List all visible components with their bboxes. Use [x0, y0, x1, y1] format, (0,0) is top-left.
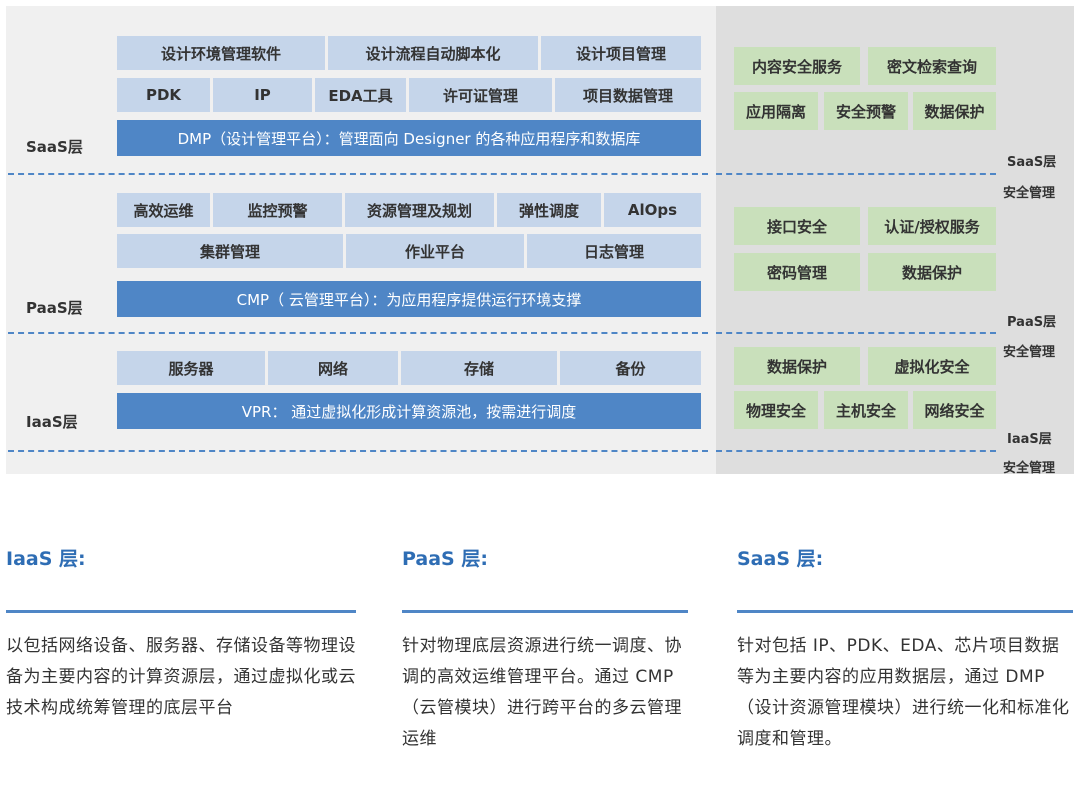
saas-description-rule: [737, 610, 1073, 613]
sec-paas-interface: 接口安全: [734, 207, 860, 245]
sec-iaas-virtualization: 虚拟化安全: [868, 347, 996, 385]
iaas-box-server: 服务器: [117, 351, 265, 385]
iaas-divider: [8, 450, 708, 452]
iaas-description-title: IaaS 层:: [6, 548, 86, 570]
paas-box-log: 日志管理: [527, 234, 701, 268]
sec-iaas-data-protect: 数据保护: [734, 347, 860, 385]
sec-saas-cipher-search: 密文检索查询: [868, 47, 996, 85]
sec-iaas-host: 主机安全: [824, 391, 908, 429]
paas-description: PaaS 层: 针对物理底层资源进行统一调度、协调的高效运维管理平台。通过 CM…: [402, 540, 688, 755]
sec-iaas-divider: [716, 450, 996, 452]
saas-platform-dmp: DMP（设计管理平台）：管理面向 Designer 的各种应用程序和数据库: [117, 120, 701, 156]
paas-layer-label: PaaS层: [26, 299, 83, 317]
iaas-description-body: 以包括网络设备、服务器、存储设备等物理设备为主要内容的计算资源层，通过虚拟化或云…: [6, 636, 356, 718]
saas-description-title: SaaS 层:: [737, 548, 824, 570]
saas-box-pdk: PDK: [117, 78, 210, 112]
sec-paas-data-protect: 数据保护: [868, 253, 996, 291]
sec-paas-label: PaaS层: [1007, 315, 1057, 330]
sec-iaas-mgmt-label: 安全管理: [1003, 461, 1056, 476]
iaas-layer-label: IaaS层: [26, 413, 78, 431]
saas-box-eda: EDA工具: [315, 78, 406, 112]
paas-box-ops: 高效运维: [117, 193, 210, 227]
sec-paas-divider: [716, 332, 996, 334]
sec-saas-alert: 安全预警: [824, 92, 908, 130]
paas-divider: [8, 332, 708, 334]
saas-description-body: 针对包括 IP、PDK、EDA、芯片项目数据等为主要内容的应用数据层，通过 DM…: [737, 636, 1070, 749]
saas-box-project-data: 项目数据管理: [555, 78, 701, 112]
sec-saas-content: 内容安全服务: [734, 47, 860, 85]
iaas-box-network: 网络: [268, 351, 398, 385]
iaas-description: IaaS 层: 以包括网络设备、服务器、存储设备等物理设备为主要内容的计算资源层…: [6, 540, 356, 724]
paas-box-elastic: 弹性调度: [497, 193, 601, 227]
saas-box-license: 许可证管理: [409, 78, 552, 112]
sec-saas-isolation: 应用隔离: [734, 92, 818, 130]
iaas-box-backup: 备份: [560, 351, 701, 385]
sec-paas-mgmt-label: 安全管理: [1003, 345, 1056, 360]
iaas-description-rule: [6, 610, 356, 613]
sec-iaas-physical: 物理安全: [734, 391, 818, 429]
saas-box-ip: IP: [213, 78, 312, 112]
saas-box-design-project: 设计项目管理: [541, 36, 701, 70]
saas-box-design-env: 设计环境管理软件: [117, 36, 325, 70]
saas-box-design-flow: 设计流程自动脚本化: [328, 36, 538, 70]
paas-box-resource: 资源管理及规划: [345, 193, 494, 227]
sec-paas-auth: 认证/授权服务: [868, 207, 996, 245]
sec-iaas-network: 网络安全: [913, 391, 996, 429]
paas-box-job: 作业平台: [346, 234, 524, 268]
saas-divider: [8, 173, 708, 175]
sec-paas-crypto: 密码管理: [734, 253, 860, 291]
iaas-platform-vpr: VPR： 通过虚拟化形成计算资源池，按需进行调度: [117, 393, 701, 429]
paas-box-cluster: 集群管理: [117, 234, 343, 268]
paas-platform-cmp: CMP（ 云管理平台）：为应用程序提供运行环境支撑: [117, 281, 701, 317]
paas-box-monitor: 监控预警: [213, 193, 342, 227]
paas-box-aiops: AlOps: [604, 193, 701, 227]
sec-saas-divider: [716, 173, 996, 175]
saas-description: SaaS 层: 针对包括 IP、PDK、EDA、芯片项目数据等为主要内容的应用数…: [737, 540, 1073, 755]
sec-saas-mgmt-label: 安全管理: [1003, 186, 1056, 201]
iaas-box-storage: 存储: [401, 351, 557, 385]
paas-description-body: 针对物理底层资源进行统一调度、协调的高效运维管理平台。通过 CMP（云管模块）进…: [402, 636, 682, 749]
paas-description-title: PaaS 层:: [402, 548, 488, 570]
paas-description-rule: [402, 610, 688, 613]
sec-saas-data-protect: 数据保护: [913, 92, 996, 130]
sec-saas-label: SaaS层: [1007, 155, 1057, 170]
sec-iaas-label: IaaS层: [1007, 432, 1052, 447]
saas-layer-label: SaaS层: [26, 138, 83, 156]
